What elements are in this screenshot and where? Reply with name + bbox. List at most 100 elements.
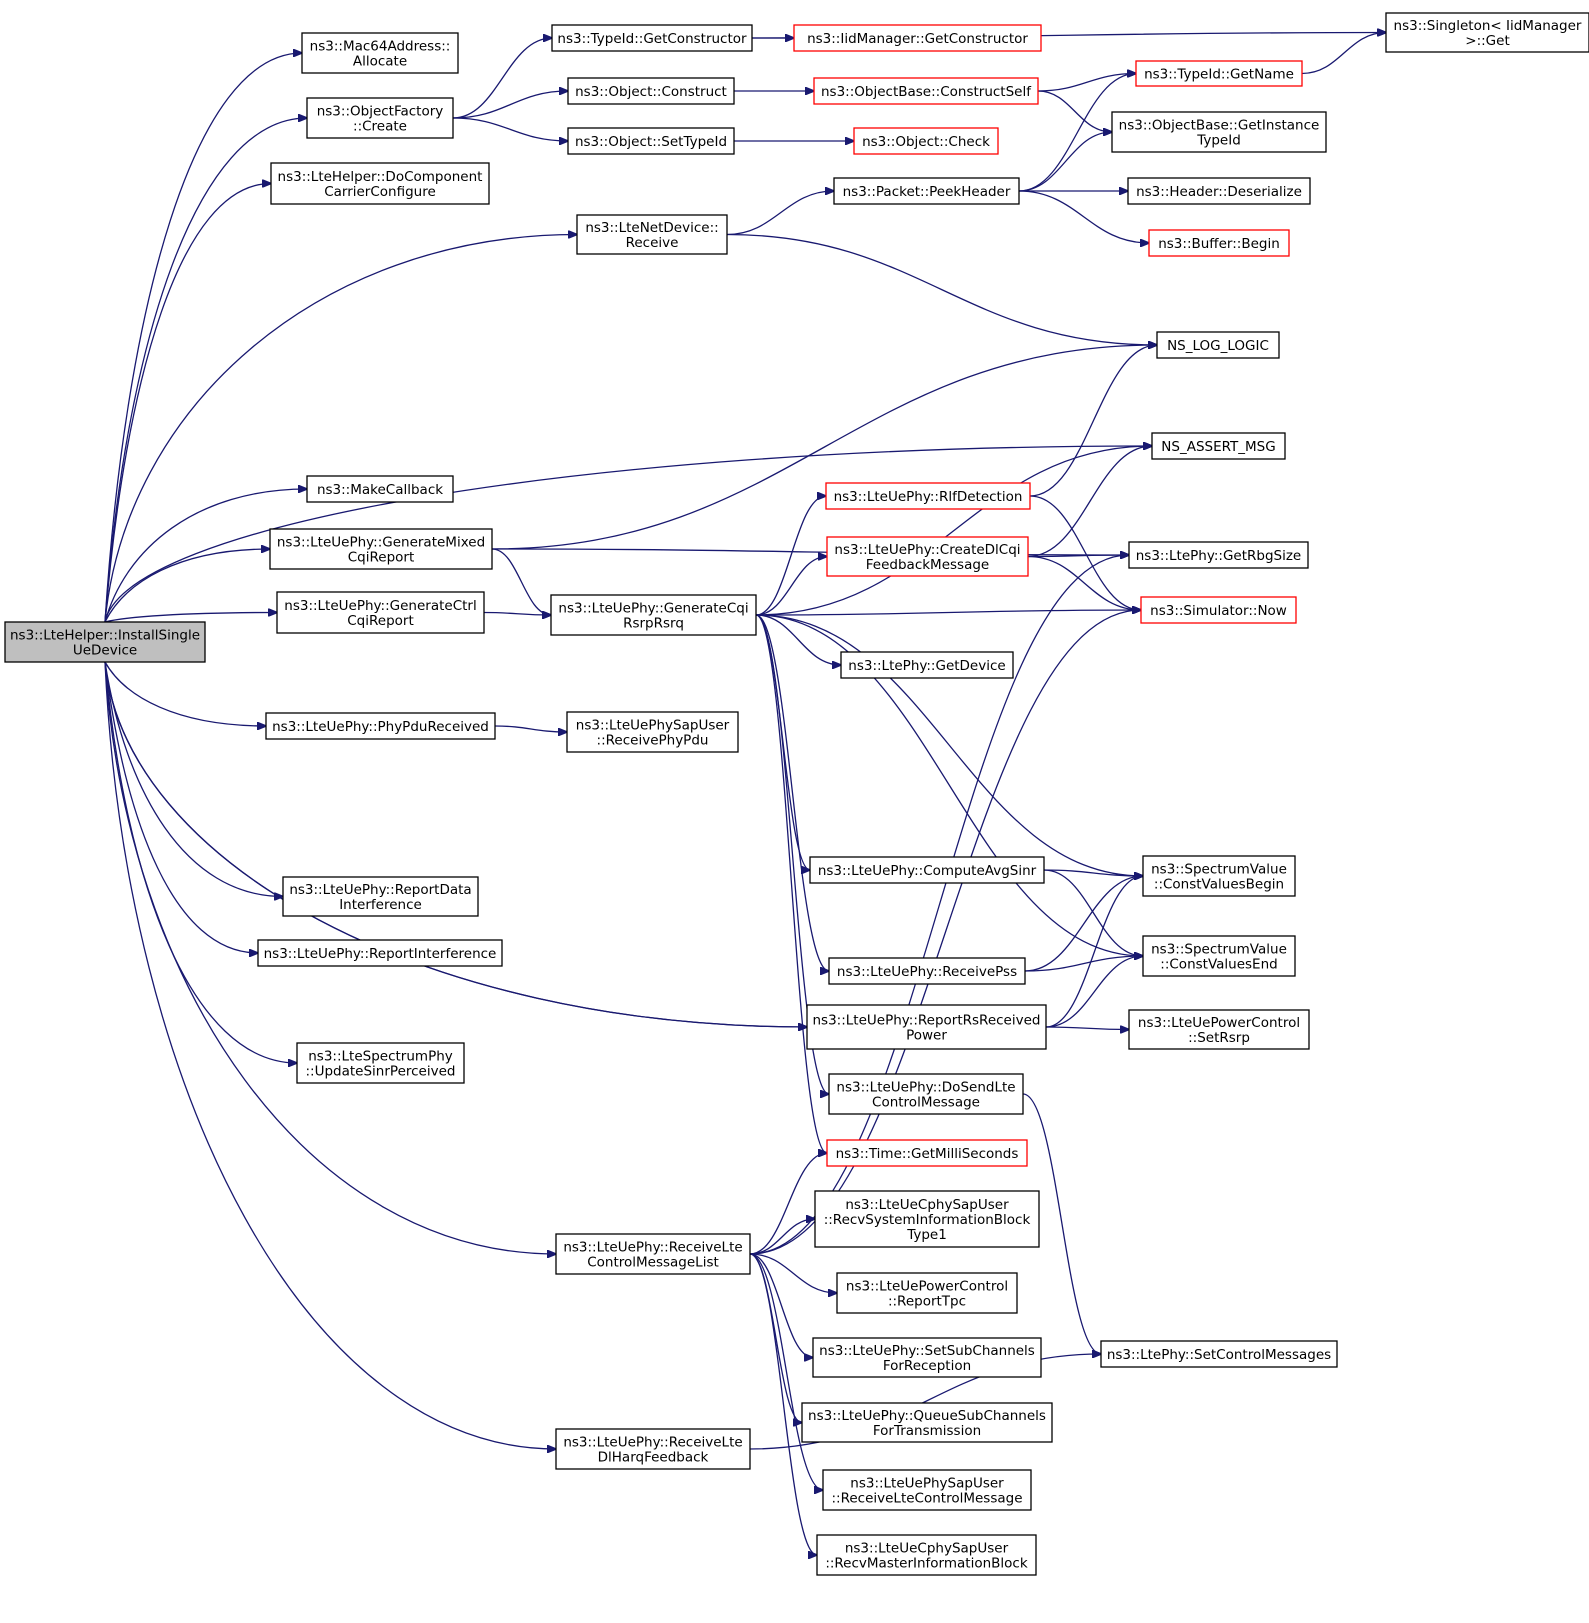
node-box[interactable] bbox=[828, 1073, 1024, 1115]
node-box[interactable] bbox=[825, 482, 1031, 510]
node-reporttpc[interactable]: ns3::LteUePowerControl::ReportTpc bbox=[836, 1272, 1018, 1314]
node-setsubrecv[interactable]: ns3::LteUePhy::SetSubChannelsForReceptio… bbox=[812, 1337, 1042, 1378]
node-box[interactable] bbox=[1135, 60, 1303, 87]
node-box[interactable] bbox=[566, 711, 739, 753]
node-box[interactable] bbox=[814, 1190, 1040, 1248]
node-box[interactable] bbox=[265, 712, 496, 740]
node-box[interactable] bbox=[1385, 12, 1589, 53]
node-box[interactable] bbox=[1142, 855, 1296, 897]
node-box[interactable] bbox=[306, 97, 454, 139]
node-iidgetctor[interactable]: ns3::IidManager::GetConstructor bbox=[793, 24, 1042, 52]
node-box[interactable] bbox=[1111, 111, 1327, 153]
node-box[interactable] bbox=[828, 957, 1026, 985]
node-box[interactable] bbox=[555, 1233, 751, 1275]
node-setctrlmsgs[interactable]: ns3::LtePhy::SetControlMessages bbox=[1100, 1340, 1338, 1368]
node-box[interactable] bbox=[301, 32, 459, 74]
node-constend[interactable]: ns3::SpectrumValue::ConstValuesEnd bbox=[1142, 935, 1296, 977]
node-docomp[interactable]: ns3::LteHelper::DoComponentCarrierConfig… bbox=[270, 162, 490, 205]
node-box[interactable] bbox=[567, 77, 735, 105]
node-getctor[interactable]: ns3::TypeId::GetConstructor bbox=[551, 24, 753, 52]
node-box[interactable] bbox=[793, 24, 1042, 52]
node-recvpss[interactable]: ns3::LteUePhy::ReceivePss bbox=[828, 957, 1026, 985]
node-box[interactable] bbox=[551, 24, 753, 52]
node-objconstruct[interactable]: ns3::Object::Construct bbox=[567, 77, 735, 105]
node-objsettype[interactable]: ns3::Object::SetTypeId bbox=[567, 127, 735, 155]
node-bufbegin[interactable]: ns3::Buffer::Begin bbox=[1148, 229, 1290, 257]
node-box[interactable] bbox=[257, 939, 503, 967]
node-box[interactable] bbox=[809, 856, 1045, 884]
node-createdlcqi[interactable]: ns3::LteUePhy::CreateDlCqiFeedbackMessag… bbox=[826, 536, 1029, 577]
node-getrbg[interactable]: ns3::LtePhy::GetRbgSize bbox=[1128, 541, 1309, 569]
node-getdevice[interactable]: ns3::LtePhy::GetDevice bbox=[840, 651, 1014, 679]
node-box[interactable] bbox=[822, 1469, 1032, 1511]
node-box[interactable] bbox=[576, 214, 728, 255]
node-nslog[interactable]: NS_LOG_LOGIC bbox=[1156, 331, 1280, 359]
node-recvphypdu[interactable]: ns3::LteUePhySapUser::ReceivePhyPdu bbox=[566, 711, 739, 753]
node-box[interactable] bbox=[1142, 935, 1296, 977]
node-nsassert[interactable]: NS_ASSERT_MSG bbox=[1151, 432, 1286, 460]
node-reportint[interactable]: ns3::LteUePhy::ReportInterference bbox=[257, 939, 503, 967]
node-box[interactable] bbox=[836, 1272, 1018, 1314]
node-peekheader[interactable]: ns3::Packet::PeekHeader bbox=[833, 177, 1020, 205]
node-box[interactable] bbox=[1140, 596, 1297, 624]
node-makecb[interactable]: ns3::MakeCallback bbox=[306, 475, 454, 503]
node-box[interactable] bbox=[555, 1428, 751, 1470]
node-box[interactable] bbox=[269, 528, 493, 570]
node-box[interactable] bbox=[826, 1139, 1028, 1167]
node-phypdu[interactable]: ns3::LteUePhy::PhyPduReceived bbox=[265, 712, 496, 740]
node-singleton[interactable]: ns3::Singleton< IidManager>::Get bbox=[1385, 12, 1589, 53]
node-box[interactable] bbox=[270, 162, 490, 205]
node-rlfdetect[interactable]: ns3::LteUePhy::RlfDetection bbox=[825, 482, 1031, 510]
node-simnow[interactable]: ns3::Simulator::Now bbox=[1140, 596, 1297, 624]
node-recvltectrl[interactable]: ns3::LteUePhySapUser::ReceiveLteControlM… bbox=[822, 1469, 1032, 1511]
node-box[interactable] bbox=[1127, 177, 1311, 205]
node-box[interactable] bbox=[276, 591, 485, 634]
node-objcheck[interactable]: ns3::Object::Check bbox=[853, 127, 999, 155]
node-box[interactable] bbox=[567, 127, 735, 155]
node-box[interactable] bbox=[550, 594, 757, 636]
node-box[interactable] bbox=[306, 475, 454, 503]
node-netrecv[interactable]: ns3::LteNetDevice::Receive bbox=[576, 214, 728, 255]
node-computeavg[interactable]: ns3::LteUePhy::ComputeAvgSinr bbox=[809, 856, 1045, 884]
node-box[interactable] bbox=[812, 1337, 1042, 1378]
node-constructself[interactable]: ns3::ObjectBase::ConstructSelf bbox=[813, 77, 1039, 105]
node-mac64alloc[interactable]: ns3::Mac64Address::Allocate bbox=[301, 32, 459, 74]
node-getmilli[interactable]: ns3::Time::GetMilliSeconds bbox=[826, 1139, 1028, 1167]
node-recvsib[interactable]: ns3::LteUeCphySapUser::RecvSystemInforma… bbox=[814, 1190, 1040, 1248]
node-box[interactable] bbox=[1100, 1340, 1338, 1368]
node-box[interactable] bbox=[1151, 432, 1286, 460]
node-setrsrp[interactable]: ns3::LteUePowerControl::SetRsrp bbox=[1128, 1009, 1310, 1050]
node-deserialize[interactable]: ns3::Header::Deserialize bbox=[1127, 177, 1311, 205]
node-box[interactable] bbox=[853, 127, 999, 155]
node-box[interactable] bbox=[826, 536, 1029, 577]
node-box[interactable] bbox=[816, 1534, 1037, 1576]
node-box[interactable] bbox=[813, 77, 1039, 105]
node-box[interactable] bbox=[4, 621, 206, 663]
node-box[interactable] bbox=[1128, 541, 1309, 569]
node-box[interactable] bbox=[1156, 331, 1280, 359]
node-recvctrllist[interactable]: ns3::LteUePhy::ReceiveLteControlMessageL… bbox=[555, 1233, 751, 1275]
node-box[interactable] bbox=[296, 1042, 465, 1084]
node-box[interactable] bbox=[833, 177, 1020, 205]
node-updsinr[interactable]: ns3::LteSpectrumPhy::UpdateSinrPerceived bbox=[296, 1042, 465, 1084]
node-box[interactable] bbox=[840, 651, 1014, 679]
node-box[interactable] bbox=[1148, 229, 1290, 257]
node-objfactory[interactable]: ns3::ObjectFactory::Create bbox=[306, 97, 454, 139]
node-recvmib[interactable]: ns3::LteUeCphySapUser::RecvMasterInforma… bbox=[816, 1534, 1037, 1576]
node-constbegin[interactable]: ns3::SpectrumValue::ConstValuesBegin bbox=[1142, 855, 1296, 897]
node-box[interactable] bbox=[801, 1402, 1053, 1443]
node-box[interactable] bbox=[806, 1004, 1047, 1050]
node-queuesub[interactable]: ns3::LteUePhy::QueueSubChannelsForTransm… bbox=[801, 1402, 1053, 1443]
node-getname[interactable]: ns3::TypeId::GetName bbox=[1135, 60, 1303, 87]
node-box[interactable] bbox=[282, 876, 479, 917]
node-box[interactable] bbox=[1128, 1009, 1310, 1050]
